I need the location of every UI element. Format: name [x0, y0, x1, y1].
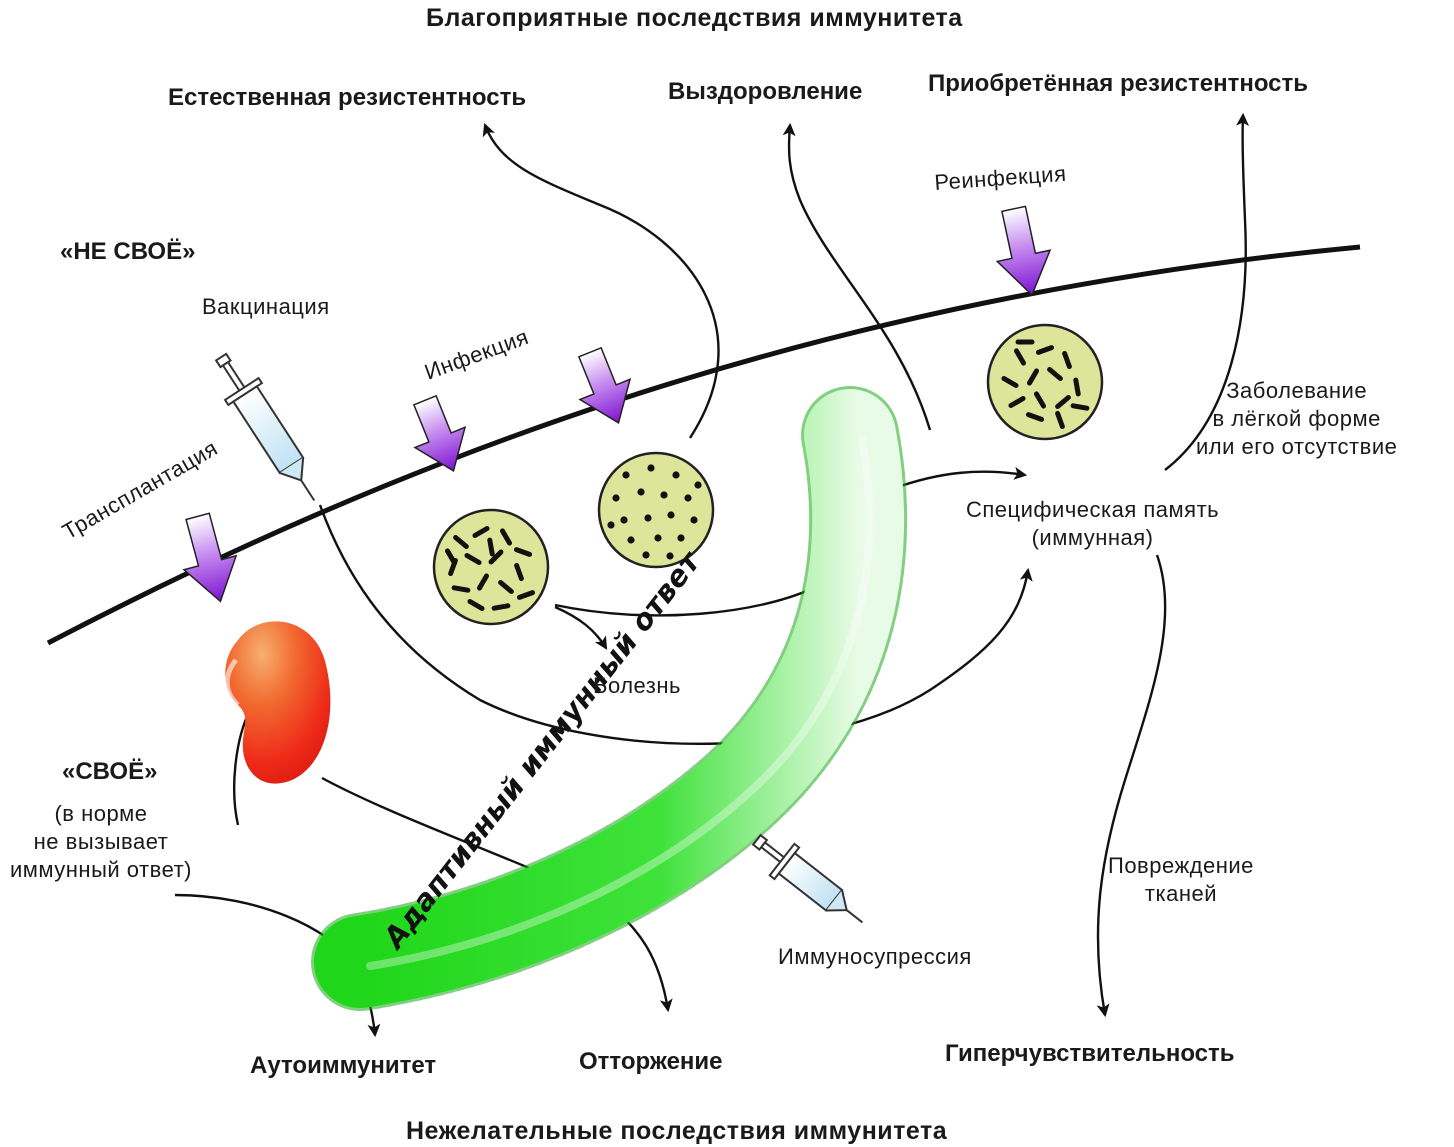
syringe-icon [745, 824, 875, 938]
arrow-to-hypersensitivity [1098, 555, 1165, 1015]
infection-arrow-1 [400, 390, 479, 481]
coccus [690, 516, 697, 523]
bacteria-icon [988, 325, 1102, 439]
coccus [672, 471, 679, 478]
coccus [654, 534, 661, 541]
mild-disease-label: Заболевание в лёгкой форме или его отсут… [1196, 377, 1397, 461]
hypersensitivity-label: Гиперчувствительность [945, 1040, 1235, 1068]
coccus [684, 494, 691, 501]
coccus [637, 488, 644, 495]
coccus [647, 464, 654, 471]
infection-arrow-2 [565, 342, 644, 433]
coccus [642, 551, 649, 558]
bacteria-icon [434, 510, 548, 624]
transplant-arrow [172, 509, 247, 608]
rejection-label: Отторжение [579, 1048, 723, 1076]
coccus [660, 491, 667, 498]
tissue-damage-label: Повреждение тканей [1108, 852, 1254, 908]
favorable-consequences-title: Благоприятные последствия иммунитета [426, 4, 963, 33]
syringe-icon [204, 346, 331, 511]
coccus [667, 511, 674, 518]
coccus [627, 536, 634, 543]
bacterium [1073, 406, 1087, 408]
autoimmunity-label: Аутоиммунитет [250, 1052, 436, 1080]
arrow-band-to-memory [895, 472, 1025, 488]
coccus [677, 534, 684, 541]
coccus [607, 521, 614, 528]
kidney-icon [225, 621, 330, 783]
reinfection-arrow [987, 203, 1058, 300]
coccus [620, 516, 627, 523]
natural-resistance-label: Естественная резистентность [168, 84, 526, 112]
bacterium [454, 588, 468, 590]
recovery-label: Выздоровление [668, 78, 862, 106]
bacterium [1076, 380, 1078, 394]
bacterium [494, 606, 508, 608]
unfavorable-consequences-title: Нежелательные последствия иммунитета [406, 1117, 947, 1146]
disease-label: Болезнь [593, 673, 681, 699]
bacterium [490, 540, 492, 554]
coccus [694, 481, 701, 488]
vaccination-label: Вакцинация [202, 294, 330, 320]
reinfection-label: Реинфекция [934, 161, 1068, 195]
self-label: «СВОЁ» [62, 758, 157, 786]
arrow-to-recovery [789, 125, 930, 430]
acquired-resistance-label: Приобретённая резистентность [928, 70, 1308, 98]
immunosuppression-label: Иммуносупрессия [778, 944, 972, 970]
connector-arrows [175, 115, 1246, 1035]
cocci-icon [599, 453, 713, 567]
infection-label: Инфекция [421, 324, 532, 385]
coccus [612, 494, 619, 501]
coccus [644, 514, 651, 521]
self-note-label: (в норме не вызывает иммунный ответ) [10, 800, 192, 884]
specific-memory-label: Специфическая память (иммунная) [966, 496, 1219, 552]
non-self-label: «НЕ СВОЁ» [60, 238, 196, 266]
coccus [622, 471, 629, 478]
